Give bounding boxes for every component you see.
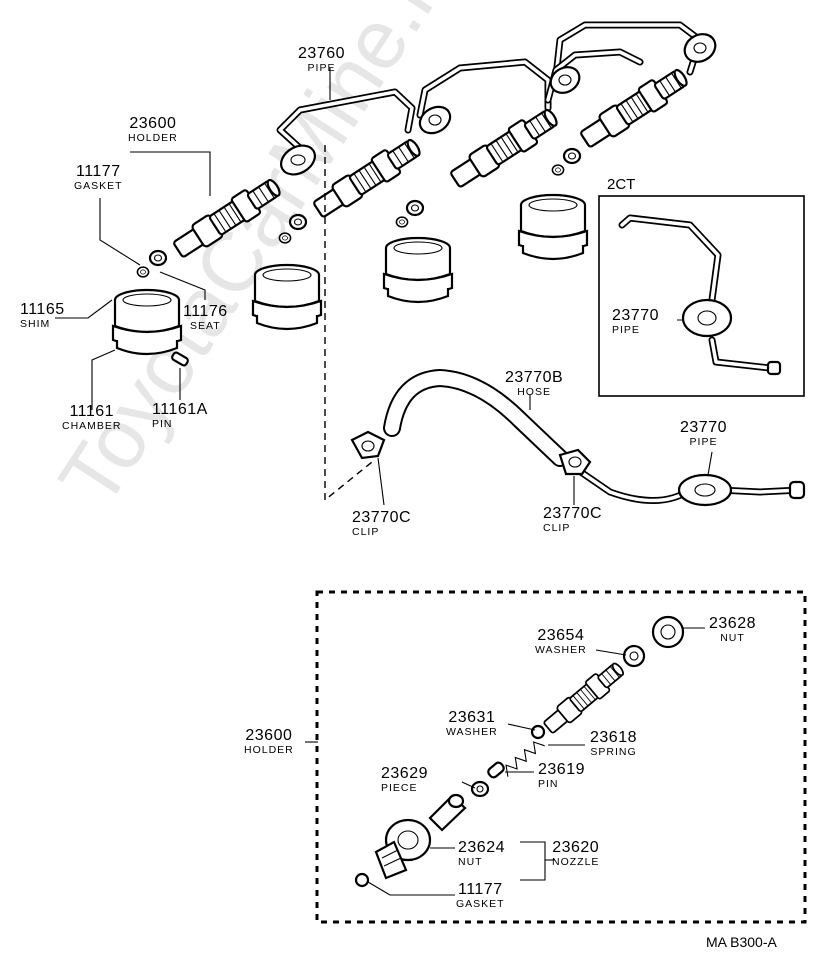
detail-holder-parts <box>354 615 685 888</box>
leakage-pipe-23770 <box>571 451 806 507</box>
seat-washers <box>136 147 582 278</box>
variant-tag-2ct: 2CT <box>607 176 636 193</box>
injector-3 <box>446 102 563 193</box>
injection-pipe-23760 <box>276 21 717 176</box>
injector-1 <box>169 172 286 263</box>
inset-2ct-box <box>598 195 805 397</box>
diagram-code: MA B300-A <box>706 934 777 950</box>
detail-exploded-box <box>315 590 807 924</box>
leakage-hose-23770b <box>383 368 569 467</box>
detail-leader-lines <box>305 627 705 896</box>
assembly-guide-line <box>324 145 373 502</box>
chamber-pin <box>171 351 189 367</box>
hose-clips <box>350 395 592 506</box>
injector-4 <box>576 62 693 153</box>
